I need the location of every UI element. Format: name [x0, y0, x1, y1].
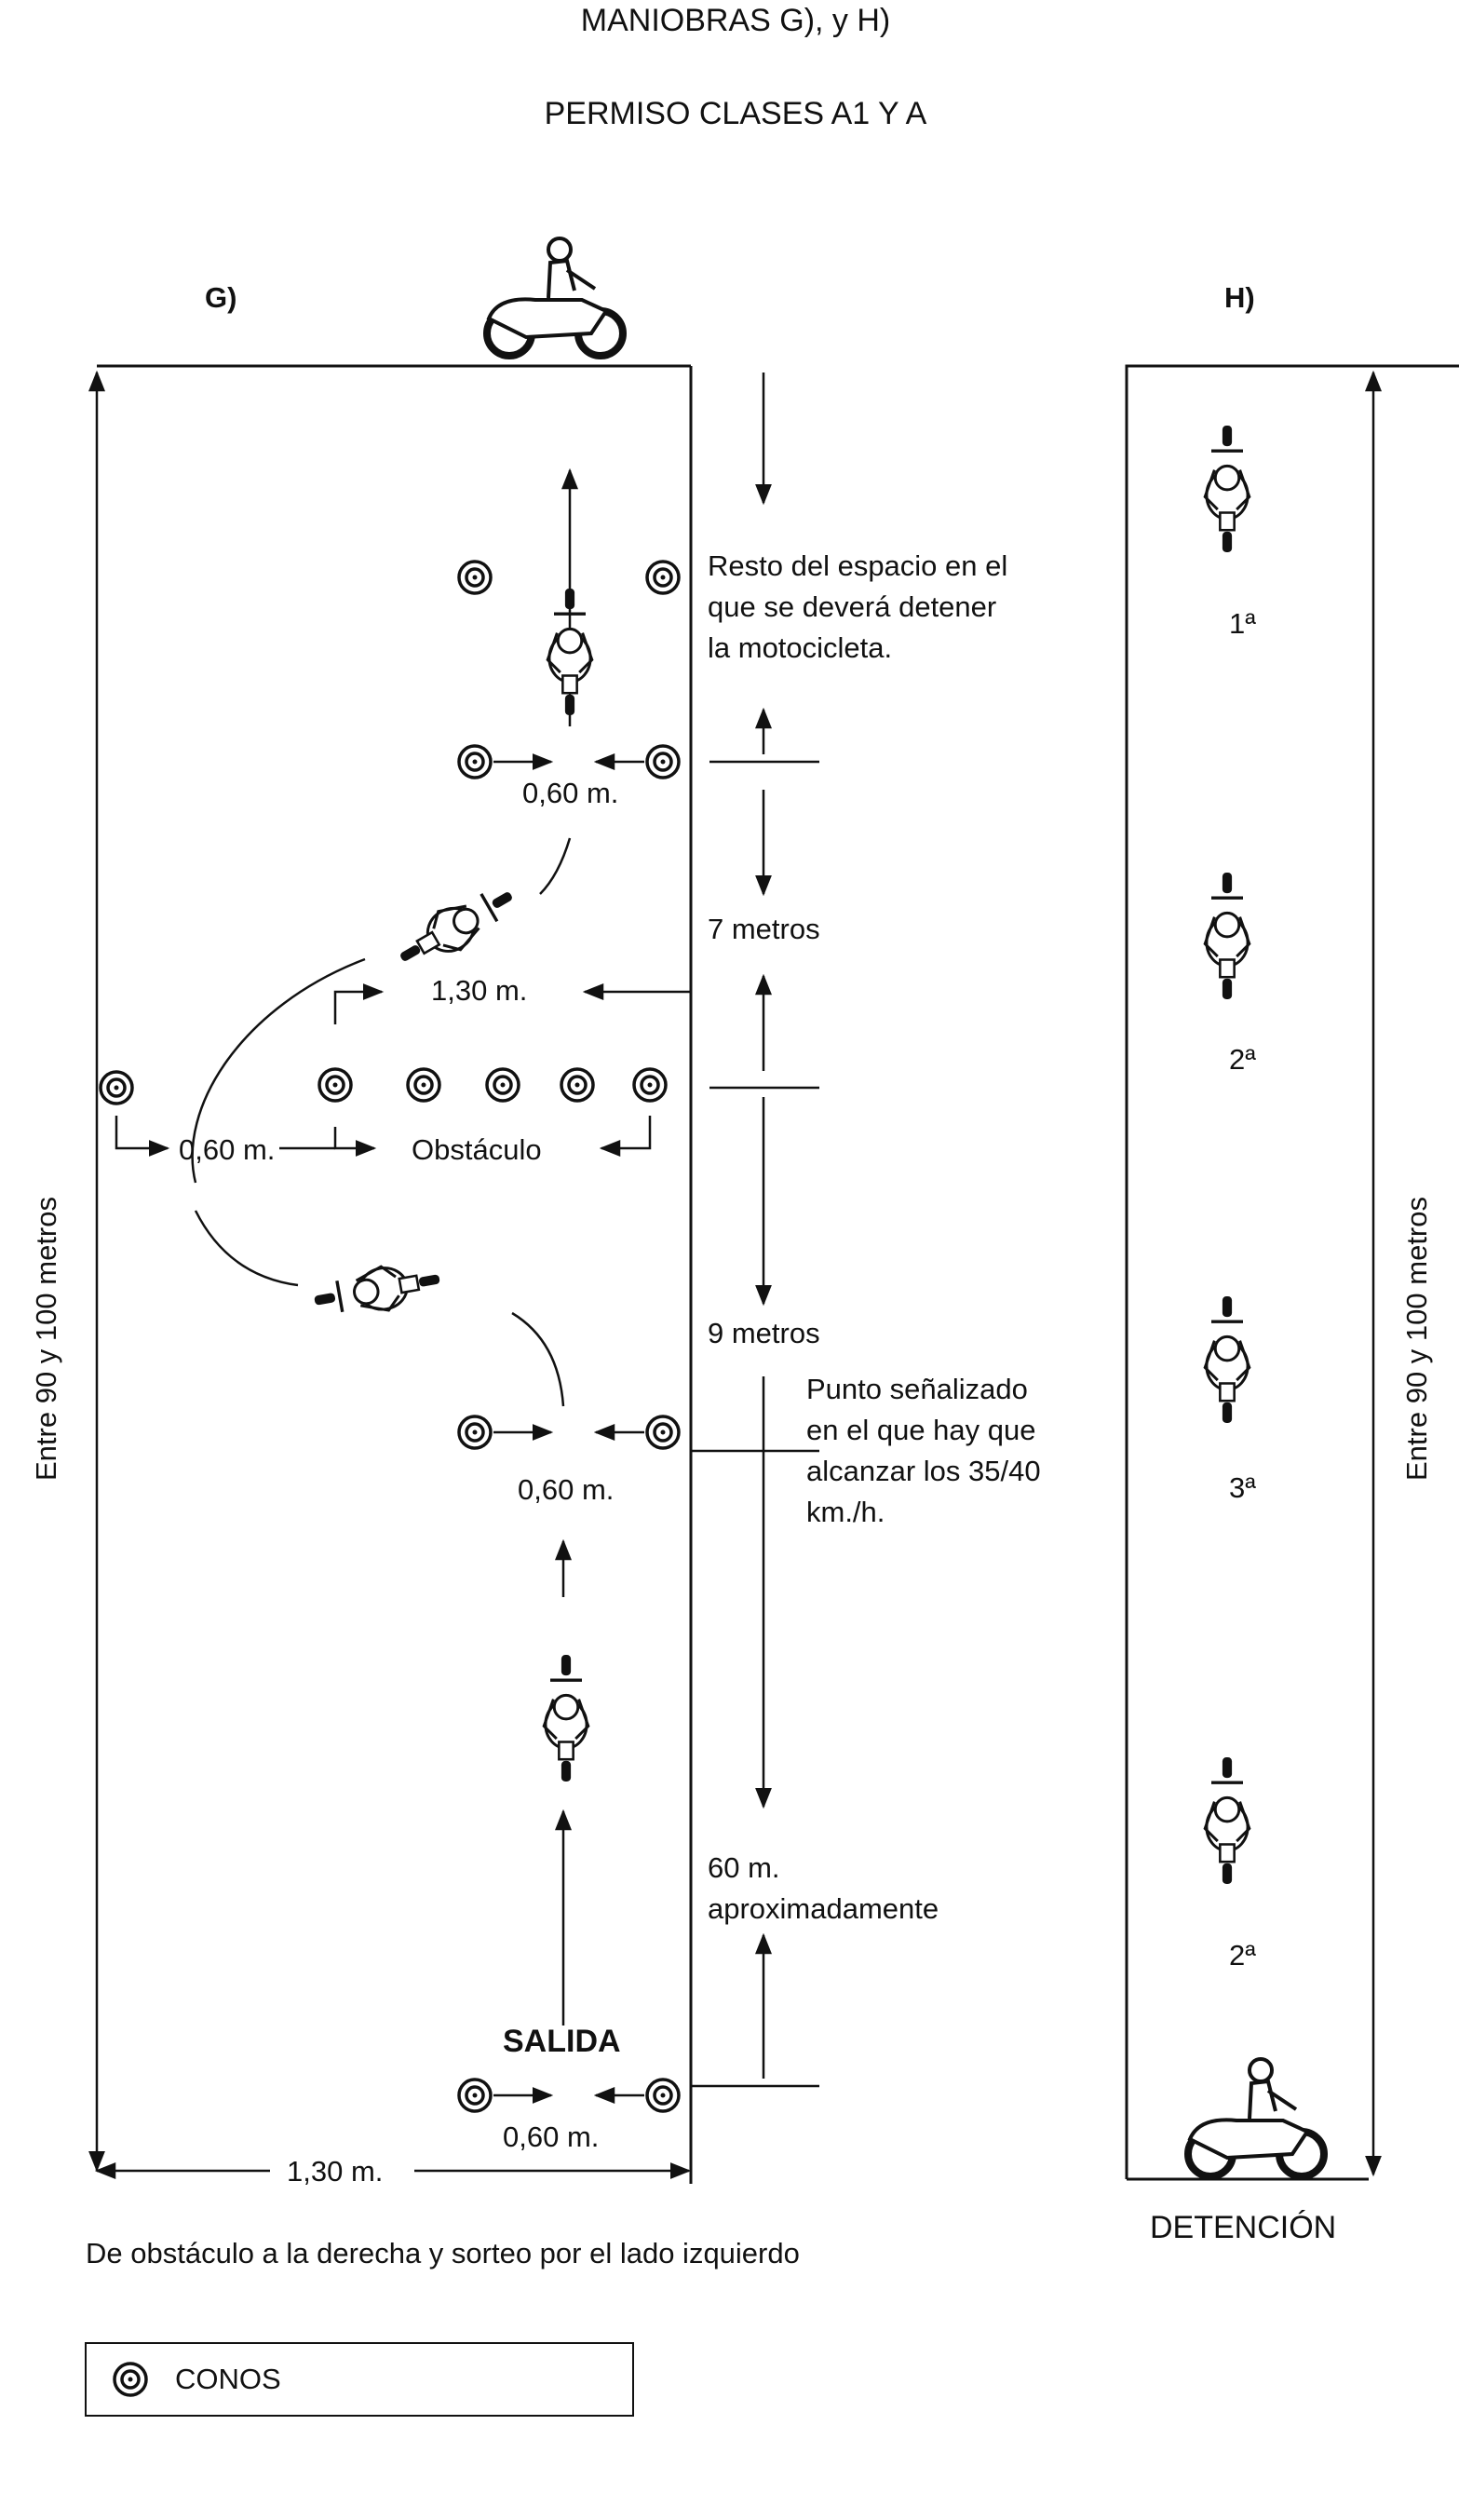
position-label-4: 2ª: [1229, 1939, 1256, 1971]
marked-point-line-1: Punto señalizado: [806, 1373, 1028, 1405]
position-label-2: 2ª: [1229, 1043, 1256, 1076]
stop-zone-line-3: la motocicleta.: [708, 631, 893, 664]
position-label-1: 1ª: [1229, 607, 1256, 640]
total-length-label-h: Entre 90 y 100 metros: [1400, 1197, 1433, 1481]
gap-label-top: 0,60 m.: [522, 777, 619, 809]
width-label-upper: 1,30 m.: [431, 974, 528, 1007]
obstacle-bracket: [115, 1116, 652, 1157]
distance-label-60-line-1: 60 m.: [708, 1851, 780, 1884]
distance-label-7: 7 metros: [708, 913, 820, 945]
stop-zone-line-1: Resto del espacio en el: [708, 549, 1008, 582]
track-h: [1125, 364, 1459, 2181]
motorcycle-icon-g-3: [309, 1255, 445, 1324]
page-title: MANIOBRAS G), y H): [580, 3, 891, 38]
distance-label-9: 9 metros: [708, 1317, 820, 1349]
caption-g: De obstáculo a la derecha y sorteo por e…: [86, 2237, 800, 2269]
motorcycle-icon-g-4: [542, 1653, 590, 1783]
riding-path: [191, 467, 578, 2025]
start-label: SALIDA: [503, 2024, 621, 2059]
motorcycle-icon-g-top: [487, 238, 623, 356]
marked-point-line-4: km./h.: [806, 1496, 885, 1528]
motorcycle-icon-g-1: [546, 587, 594, 717]
section-label-h: H): [1224, 281, 1255, 314]
marked-point-line-2: en el que hay que: [806, 1414, 1036, 1446]
gap-label-bottom: 0,60 m.: [503, 2120, 600, 2153]
motorcycle-icon-h-4: [1203, 1755, 1251, 1886]
gap-label-side: 0,60 m.: [179, 1133, 276, 1166]
track-g: [97, 364, 693, 2184]
stop-zone-line-2: que se deverá detener: [708, 590, 997, 623]
distance-label-60-line-2: aproximadamente: [708, 1892, 939, 1925]
width-dimension-upper: [333, 983, 691, 1024]
motorcycle-icon-h-stop: [1188, 2059, 1324, 2176]
segment-ticks: [691, 760, 819, 2088]
legend-label: CONOS: [175, 2363, 281, 2395]
caption-h: DETENCIÓN: [1150, 2210, 1337, 2245]
page-subtitle: PERMISO CLASES A1 Y A: [544, 96, 927, 131]
gap-label-middle: 0,60 m.: [518, 1473, 615, 1506]
motorcycle-icon-g-2: [388, 874, 524, 980]
legend: [85, 2342, 634, 2417]
motorcycle-icon-h-2: [1203, 871, 1251, 1001]
motorcycle-icon-h-3: [1203, 1294, 1251, 1425]
position-label-3: 3ª: [1229, 1471, 1256, 1504]
section-label-g: G): [205, 281, 237, 314]
obstacle-label: Obstáculo: [412, 1133, 542, 1166]
gap-arrows: [493, 753, 644, 2104]
width-label-bottom: 1,30 m.: [287, 2155, 384, 2188]
marked-point-line-3: alcanzar los 35/40: [806, 1455, 1041, 1487]
motorcycle-icon-h-1: [1203, 424, 1251, 554]
total-length-label-g: Entre 90 y 100 metros: [30, 1197, 62, 1481]
